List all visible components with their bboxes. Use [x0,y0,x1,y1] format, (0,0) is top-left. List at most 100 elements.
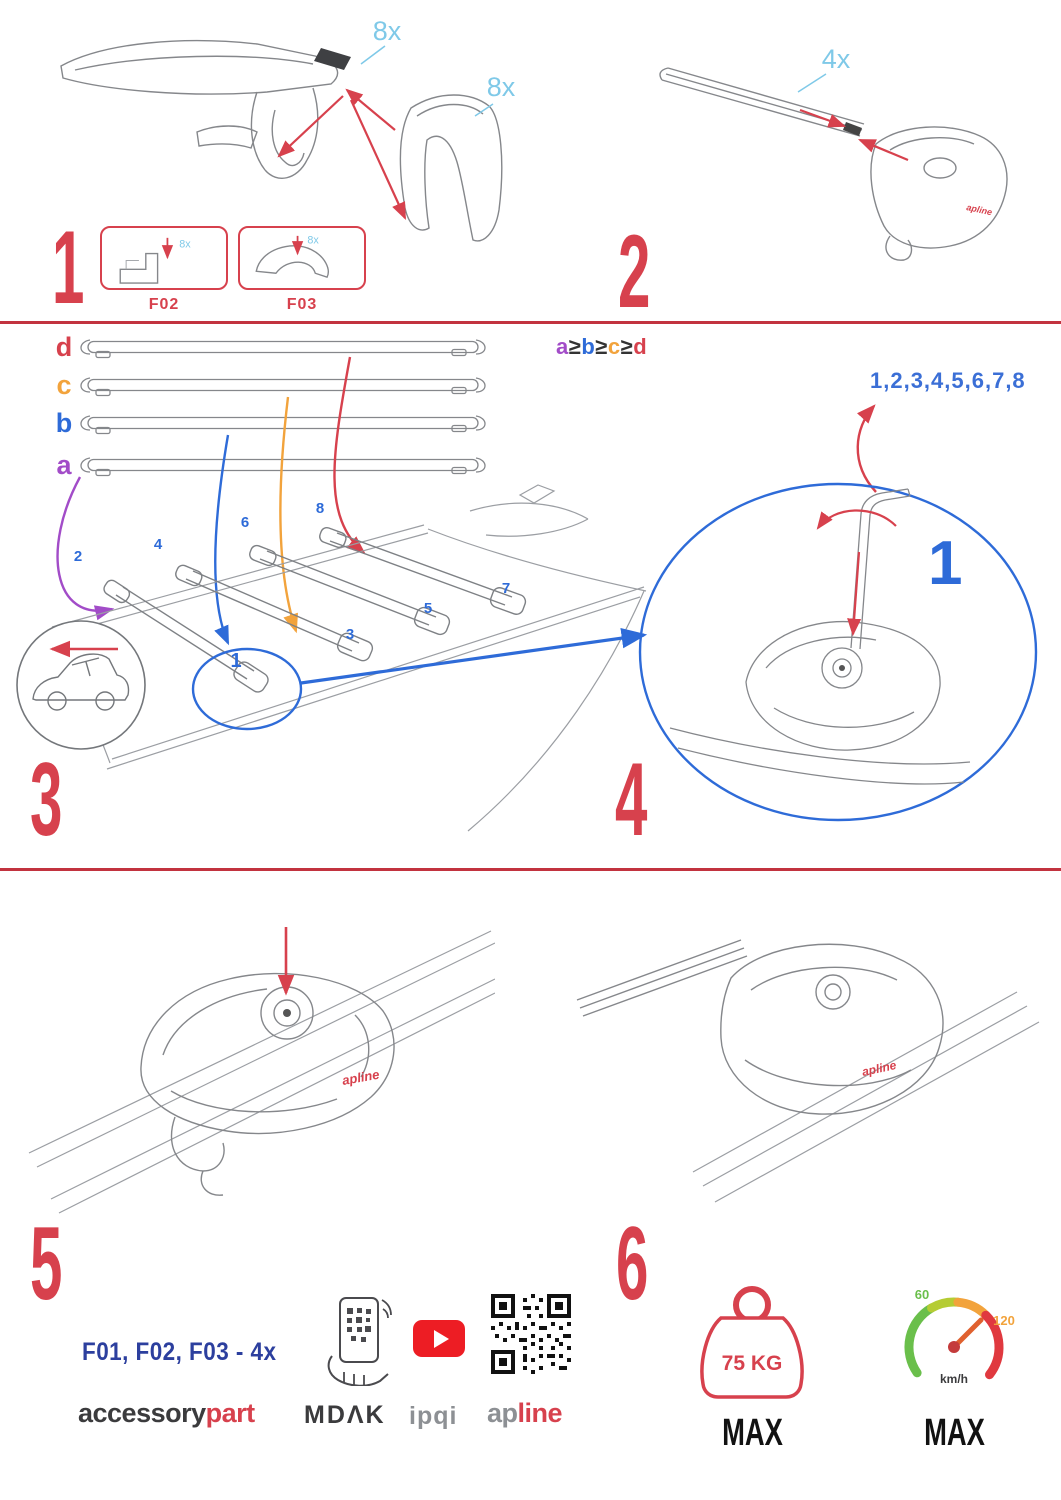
apline-logo: apline [487,1398,563,1429]
foot-body-lineart [140,972,395,1196]
step-2-arrows [799,108,909,162]
car-direction-inset [16,620,146,750]
step-2-number: 2 [618,214,650,330]
step-5-cap-drawing: apline [28,927,495,1214]
apline-mark: apline [966,202,994,217]
formula-geq: ≥ [595,334,608,359]
formula-b: b [581,334,596,359]
route-a-curve [56,476,115,621]
zoom-circle [638,482,1038,822]
scan-qr-phone-icon [327,1297,392,1386]
formula-geq: ≥ [620,334,634,359]
accessorypart-logo: accessorypart [78,1398,255,1429]
bar-label-d: d [56,332,73,362]
step-6-mounted-foot-drawing: apline [576,939,1040,1203]
weight-handle [733,1286,771,1324]
apline-mark: apline [861,1058,898,1079]
line-text: line [517,1398,563,1428]
apline-mark: apline [341,1067,381,1088]
leader-line [797,73,827,93]
max-load-icon: 75 KG [700,1286,804,1399]
position-8: 8 [316,500,324,517]
mdak-logo: MDΛK [304,1401,386,1429]
formula-d: d [633,334,648,359]
bar-end-pad [314,48,351,70]
gauge-hub [948,1341,960,1353]
position-2: 2 [74,548,82,565]
position-4: 4 [154,536,163,553]
foot-lineart [576,939,944,1115]
position-3: 3 [346,626,354,643]
section-divider-bottom [0,868,1061,871]
formula-c: c [607,334,621,359]
roof-rail-lineart [28,930,495,1214]
detail-zoom-arrow [300,627,648,685]
bar-order-formula: a≥b≥c≥d [556,334,647,360]
position-7: 7 [502,580,510,597]
bar-label-a: a [56,450,72,480]
gauge-arc [904,1297,1004,1380]
qty-covers-label: 8x [487,72,516,102]
bar-end-slot [843,122,862,136]
ap-text: ap [487,1398,518,1428]
part-code-f03: F03 [286,296,318,313]
route-c-curve [279,396,298,634]
step-1-arrows [277,88,407,221]
bolt-head [283,1009,291,1017]
crossbar-foot-lineart [60,39,503,242]
part-code-f02: F02 [148,296,180,313]
loose-crossbars [80,339,486,477]
caps-parts-note: F01, F02, F03 - 4x [82,1338,277,1366]
step-3-roof-layout-drawing: d c b a [16,332,648,832]
gauge-unit: km/h [940,1372,968,1386]
press-down-arrow [847,551,862,637]
step-4-tightening-detail: 1,2,3,4,5,6,7,8 1 [638,368,1038,822]
step-3-number: 3 [30,742,62,858]
position-1: 1 [230,650,241,672]
part-f03-drawing: 8x [255,235,329,279]
formula-geq: ≥ [568,334,582,359]
step-1-number: 1 [52,210,84,326]
formula-a: a [556,334,569,359]
mounted-crossbars [103,526,527,693]
qty-end-supports-label: 4x [822,44,851,74]
qr-code [487,1290,575,1378]
part-box-f03: 8x [238,226,366,290]
step-4-number: 4 [615,742,647,858]
step-5-number: 5 [30,1206,62,1322]
step-1-assembly-drawing: 8x 8x [60,16,516,242]
route-b-curve [213,434,230,646]
play-triangle-icon [433,1329,449,1348]
step-6-number: 6 [616,1206,648,1322]
qty-f03-label: 8x [307,235,319,247]
max-speed-gauge-icon: 60 120 km/h [904,1287,1015,1386]
bar-label-c: c [56,370,71,400]
accessory-text: accessory [78,1398,206,1428]
max-load-value: 75 KG [722,1352,783,1375]
foot-with-allen-key-lineart [669,488,971,785]
qty-bar-caps-label: 8x [373,16,402,46]
tighten-sequence-label: 1,2,3,4,5,6,7,8 [870,368,1026,393]
step-2-bar-end-drawing: 4x apline [659,44,1008,261]
gauge-high-tick: 120 [993,1313,1015,1328]
detail-position-ref: 1 [928,529,962,598]
ipqi-logo: ipqi [409,1402,458,1430]
position-6: 6 [241,514,249,531]
sequence-arrow [856,404,877,493]
route-d-curve [333,356,366,555]
max-speed-label: MAX [924,1412,985,1454]
bar-label-b: b [56,408,73,438]
rotation-arrow [816,509,897,530]
gauge-low-tick: 60 [915,1287,929,1302]
foot-position-numbers: 2 4 6 8 1 3 5 7 [74,500,510,672]
hex-socket [839,665,845,671]
position-5: 5 [424,600,432,617]
leader-line [474,103,494,117]
max-load-label: MAX [722,1412,783,1454]
bar-and-foot-lineart [659,67,1008,261]
section-divider-top [0,321,1061,324]
gauge-needle [951,1317,984,1350]
detail-highlight-circle [191,647,303,731]
qty-f02-label: 8x [179,239,191,251]
